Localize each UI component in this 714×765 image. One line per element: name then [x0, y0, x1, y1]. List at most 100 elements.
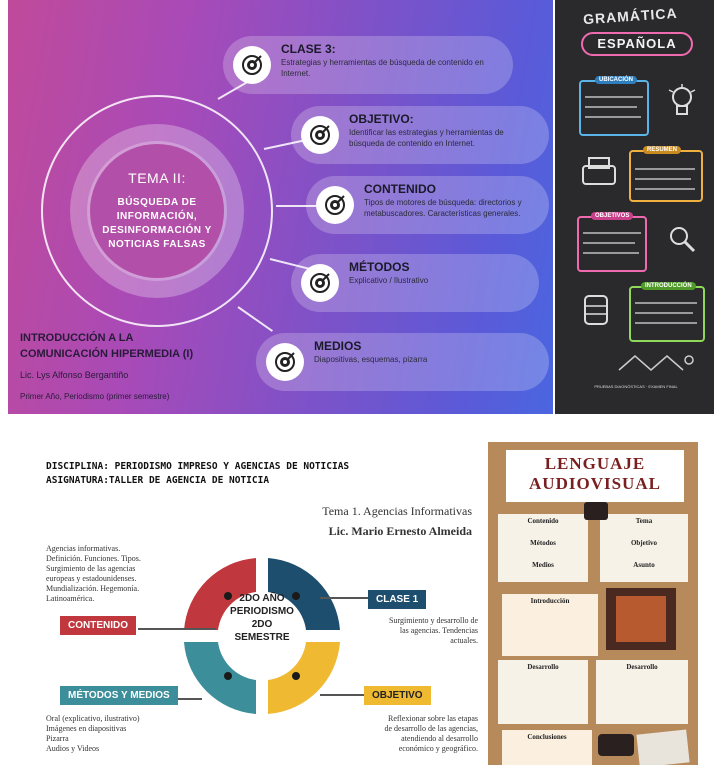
connector-line	[276, 205, 316, 207]
class-slide-hipermedia: TEMA II: BÚSQUEDA DE INFORMACIÓN, DESINF…	[8, 0, 553, 414]
tema-circle: TEMA II: BÚSQUEDA DE INFORMACIÓN, DESINF…	[90, 144, 224, 278]
class-slide-agencias: DISCIPLINA: PERIODISMO IMPRESO Y AGENCIA…	[38, 442, 486, 765]
item-objetivo: OBJETIVO: Identificar las estrategias y …	[291, 106, 549, 164]
tema-subtitle-line: BÚSQUEDA DE	[117, 197, 197, 208]
professor-name: Lic. Mario Ernesto Almeida	[328, 524, 472, 538]
text-line: Surgimiento de las agencias	[46, 564, 136, 573]
clase-tag: CLASE 1	[368, 590, 427, 609]
chalk-title: GRAMÁTICA	[582, 4, 678, 28]
note-card: Desarrollo	[596, 660, 688, 724]
item-medios: MEDIOS Diapositivas, esquemas, pizarra	[256, 333, 549, 391]
chalk-line	[585, 106, 637, 108]
note-card: Tema Objetivo Asunto	[600, 514, 688, 582]
chalk-box	[577, 216, 647, 272]
item-title: CONTENIDO	[364, 182, 436, 196]
chalk-line	[583, 232, 641, 234]
target-icon	[266, 343, 304, 381]
objetivo-text: Reflexionar sobre las etapas de desarrol…	[338, 714, 478, 754]
note-card: Desarrollo	[498, 660, 588, 724]
note-title: Desarrollo	[626, 663, 658, 671]
tema-subtitle: BÚSQUEDA DE INFORMACIÓN, DESINFORMACIÓN …	[102, 196, 212, 252]
chalk-line	[635, 188, 695, 190]
segment-red	[184, 558, 256, 630]
target-icon	[233, 46, 271, 84]
note-title: Conclusiones	[527, 733, 567, 741]
note-title: Asunto	[633, 561, 655, 569]
text-line: Reflexionar sobre las etapas	[388, 714, 478, 723]
item-clase: CLASE 3: Estrategias y herramientas de b…	[223, 36, 513, 94]
note-title: Introducción	[530, 597, 570, 605]
cycle-diagram	[184, 558, 340, 714]
text-line: Mundialización. Hegemonía.	[46, 584, 140, 593]
chalk-footer: PRUEBAS DIAGNÓSTICAS · EXAMEN FINAL	[594, 384, 678, 389]
chalk-label: UBICACIÓN	[595, 76, 637, 84]
item-description: Explicativo / Ilustrativo	[349, 276, 429, 285]
center-label-line: SEMESTRE	[234, 632, 290, 643]
lightbulb-icon	[668, 84, 696, 115]
item-title: OBJETIVO:	[349, 112, 414, 126]
chalk-box	[629, 286, 705, 342]
text-line: Definición. Funciones. Tipos.	[46, 554, 141, 563]
item-description: Estrategias y herramientas de búsqueda d…	[281, 58, 484, 78]
connector-line	[237, 306, 273, 332]
author: Lic. Lys Alfonso Bergantiño	[20, 370, 129, 380]
item-description: Identificar las estrategias y herramient…	[349, 128, 504, 148]
chalk-line	[635, 312, 693, 314]
title-line: LENGUAJE	[544, 454, 646, 473]
target-icon	[301, 116, 339, 154]
film-reel-image	[584, 502, 608, 520]
text-line: las agencias. Tendencias	[399, 626, 478, 635]
text-line: de desarrollo de las agencias,	[384, 724, 478, 733]
note-card: Contenido Métodos Medios	[498, 514, 588, 582]
contenido-text: Agencias informativas. Definición. Funci…	[46, 544, 196, 604]
center-label-line: PERIODISMO	[230, 606, 294, 617]
title-card	[506, 450, 684, 502]
chalkboard-slide: GRAMÁTICA ESPAÑOLA UBICACIÓN RESUMEN OBJ…	[555, 0, 714, 414]
text-line: Imágenes en diapositivas	[46, 724, 127, 733]
clase-text: Surgimiento y desarrollo de las agencias…	[348, 616, 478, 646]
segment-teal	[184, 642, 256, 714]
contenido-tag: CONTENIDO	[60, 616, 136, 635]
chalk-box	[579, 80, 649, 136]
course-title-line: COMUNICACIÓN HIPERMEDIA (I)	[20, 348, 194, 360]
tema-subtitle-line: NOTICIAS FALSAS	[108, 239, 206, 250]
photo-image	[636, 729, 690, 765]
chalk-doodle	[618, 355, 694, 371]
note-title: Objetivo	[630, 539, 658, 547]
chalk-line	[635, 322, 697, 324]
tema-title: Tema 1. Agencias Informativas	[322, 504, 472, 518]
magnifier-icon	[670, 227, 696, 253]
note-card: Conclusiones	[502, 730, 592, 765]
center-label-line: 2DO	[251, 619, 273, 630]
connector-line	[320, 597, 376, 599]
tema-subtitle-line: INFORMACIÓN,	[116, 211, 198, 222]
chalk-line	[583, 252, 639, 254]
note-title: Tema	[635, 517, 653, 525]
text-line: Audios y Videos	[46, 744, 100, 753]
outer-ring	[41, 95, 273, 327]
connector-line	[320, 694, 382, 696]
note-title: Desarrollo	[527, 663, 559, 671]
title-line: AUDIOVISUAL	[529, 474, 661, 493]
tema-subtitle-line: DESINFORMACIÓN Y	[102, 225, 212, 236]
note-title: Contenido	[527, 517, 559, 525]
chalk-line	[635, 168, 695, 170]
item-title: MÉTODOS	[349, 260, 410, 274]
course-header: DISCIPLINA: PERIODISMO IMPRESO Y AGENCIA…	[46, 460, 349, 488]
text-line: Surgimiento y desarrollo de	[389, 616, 478, 625]
film-frame	[616, 596, 666, 642]
center-label: 2DO AÑO PERIODISMO 2DO SEMESTRE	[222, 592, 302, 644]
text-line: europeas y estadounidenses.	[46, 574, 137, 583]
chalk-line	[585, 116, 641, 118]
segment-yellow	[268, 642, 340, 714]
item-title: CLASE 3:	[281, 42, 336, 56]
corkboard-slide: LENGUAJE AUDIOVISUAL Contenido Métodos M…	[488, 442, 698, 765]
chalk-line	[635, 178, 691, 180]
target-icon	[316, 186, 354, 224]
objetivo-tag: OBJETIVO	[364, 686, 431, 705]
item-description: Diapositivas, esquemas, pizarra	[314, 355, 428, 364]
year-semester: Primer Año, Periodismo (primer semestre)	[20, 392, 170, 401]
course-title-line: INTRODUCCIÓN A LA	[20, 332, 134, 344]
metodos-text: Oral (explicativo, ilustrativo) Imágenes…	[46, 714, 206, 754]
text-line: Pizarra	[46, 734, 69, 743]
